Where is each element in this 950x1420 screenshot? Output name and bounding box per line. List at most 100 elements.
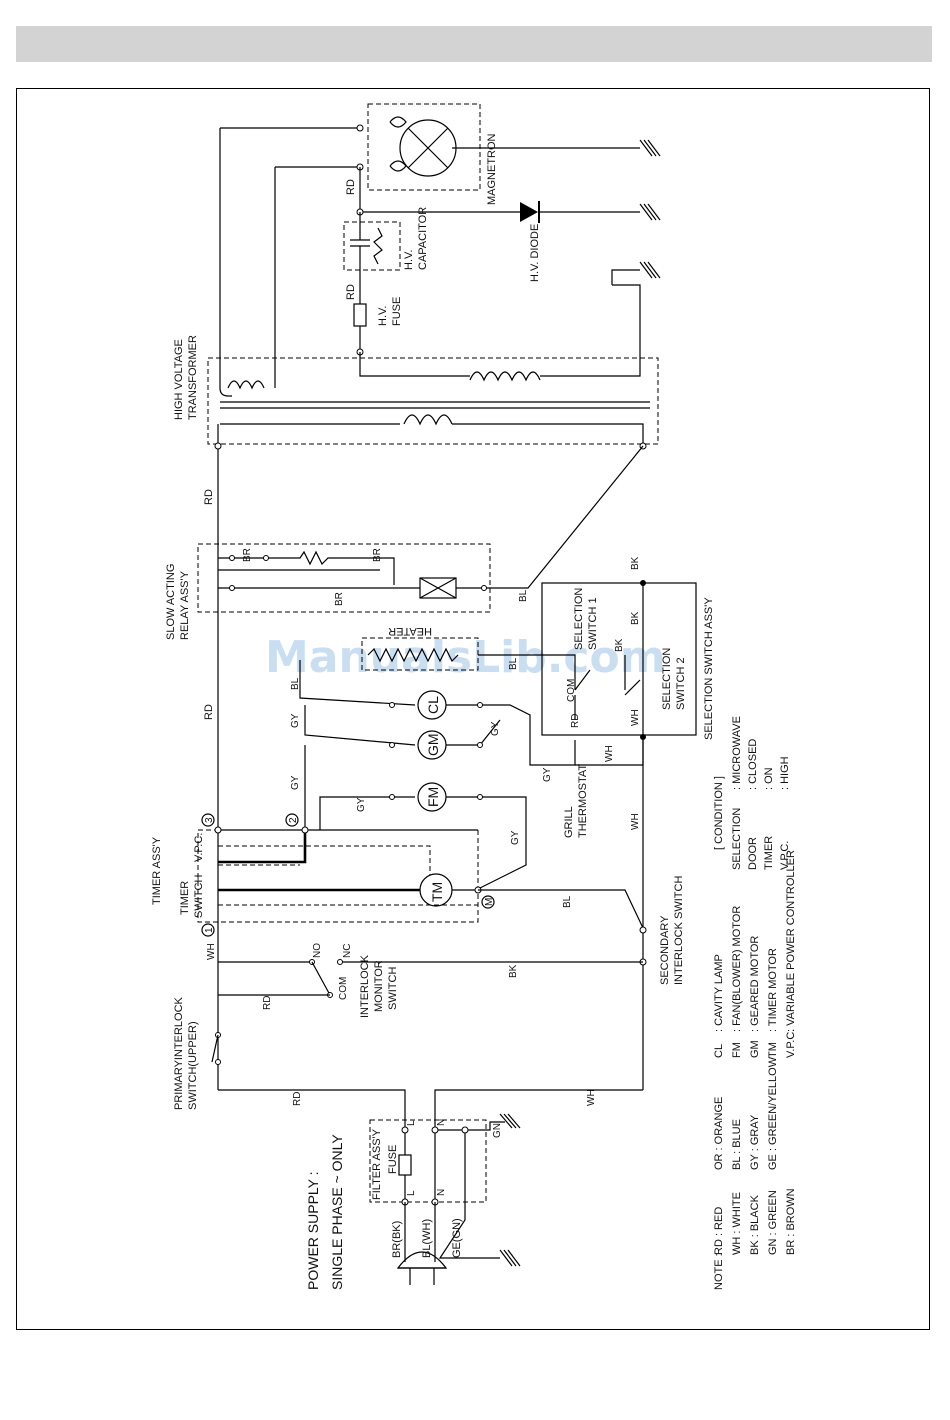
note-color: WH : WHITE [731, 1192, 743, 1255]
heater-label: HEATER [388, 625, 432, 637]
wire-label-gy-gm: GY [290, 713, 301, 728]
wire-label-br-1: BR [242, 548, 253, 562]
monitor-label-3: SWITCH [387, 967, 399, 1010]
note-color: RD : RED [713, 1207, 725, 1255]
secondary-interlock-label-2: INTERLOCK SWITCH [673, 876, 685, 985]
magnetron-label: MAGNETRON [486, 133, 498, 205]
monitor-nc-label: NC [342, 944, 353, 958]
wire-label-bl-wh: BL(WH) [421, 1219, 433, 1258]
hv-capacitor-label-1: H.V. [403, 250, 415, 270]
wire-label-gy-fm-2: GY [356, 797, 367, 812]
condition-key: DOOR [747, 837, 759, 870]
abbr-desc: : TIMER MOTOR [767, 948, 779, 1032]
wire-label-wh-right: WH [630, 813, 641, 830]
condition-key: SELECTION [731, 808, 743, 870]
filter-l-top: L [406, 1120, 417, 1126]
primary-interlock-label-2: SWITCH(UPPER) [187, 1021, 199, 1110]
abbr-code: FM [731, 1042, 743, 1058]
terminal-m: M [484, 898, 495, 906]
vpc-label: V.P.C. [193, 833, 205, 862]
filter-assy-label: FILTER ASS'Y [371, 1128, 383, 1200]
wire-label-gy-thermo: GY [542, 767, 553, 782]
grill-thermostat-label-1: GRILL [563, 806, 575, 838]
terminal-1: 1 [204, 927, 215, 933]
selection-switch-assy-label: SELECTION SWITCH ASS'Y [703, 597, 715, 740]
selection-switch-2-label-1: SELECTION [661, 648, 673, 710]
monitor-no-label: NO [312, 943, 323, 958]
wire-label-bk-monitor: BK [508, 964, 519, 978]
header-bar [16, 26, 932, 62]
wire-label-bl-secondary: BL [562, 895, 573, 908]
wire-label-gy-fm-3: GY [510, 830, 521, 845]
cavity-lamp-symbol: CL [425, 696, 441, 714]
heater [361, 637, 560, 671]
relay-label-1: SLOW ACTING [165, 564, 177, 640]
geared-motor-symbol: GM [425, 733, 441, 756]
color-note: NOTE : RD : RED WH : WHITE BK : BLACK GN… [713, 1056, 797, 1290]
wire-label-gy-gm-2: GY [490, 721, 501, 736]
wire-label-wh-bottom: WH [586, 1089, 597, 1106]
hv-capacitor-label-2: CAPACITOR [417, 207, 429, 270]
abbr-code: GM [749, 1040, 761, 1058]
note-color: BK : BLACK [749, 1194, 761, 1255]
wire-label-br-2: BR [372, 548, 383, 562]
hv-diode [360, 201, 661, 223]
abbreviation-legend: CL : CAVITY LAMP FM : FAN(BLOWER) MOTOR … [713, 850, 797, 1058]
power-plug [396, 1202, 521, 1285]
wire-label-bk-sel-2: BK [630, 611, 641, 625]
condition-value: : ON [763, 767, 775, 790]
wire-label-rd-bus-2: RD [203, 704, 215, 720]
hv-transformer [207, 128, 659, 446]
fan-motor-symbol: FM [425, 787, 441, 807]
wire-label-bl-heater: BL [508, 657, 519, 670]
wire-label-gn: GN [492, 1123, 503, 1138]
wire-label-gy-fm: GY [290, 775, 301, 790]
wire-label-rd-top: RD [345, 179, 357, 195]
condition-value: : HIGH [779, 756, 791, 790]
slow-acting-relay [197, 445, 644, 613]
hv-transformer-label-1: HIGH VOLTAGE [173, 339, 185, 420]
selection-switch-1-label-2: SWITCH 1 [587, 597, 599, 650]
wire-label-br-3: BR [334, 592, 345, 606]
wire-label-ge-gn: GE(GN) [451, 1218, 463, 1258]
condition-key: TIMER [763, 836, 775, 870]
timer-switch-label-2: SWITCH [193, 875, 205, 918]
filter-fuse-label: FUSE [387, 1145, 399, 1174]
wire-label-wh-sel: WH [630, 709, 641, 726]
note-color: GY : GRAY [749, 1114, 761, 1170]
condition-value: : MICROWAVE [731, 716, 743, 790]
primary-interlock-label-1: PRIMARYINTERLOCK [173, 996, 185, 1110]
wire-label-bk-sel-1: BK [630, 556, 641, 570]
condition-title: [ CONDITION ] [713, 776, 725, 850]
timer-assy-label: TIMER ASS'Y [151, 836, 163, 905]
abbr-desc: : VARIABLE POWER CONTROLLER [785, 850, 797, 1032]
abbr-code: TM [767, 1042, 779, 1058]
note-color: BL : BLUE [731, 1119, 743, 1170]
secondary-interlock-label-1: SECONDARY [659, 915, 671, 985]
wire-label-rd-bottom: RD [292, 1092, 303, 1106]
timer-switch-label-1: TIMER [179, 881, 191, 915]
terminal-2: 2 [288, 817, 299, 823]
hv-capacitor [343, 212, 401, 271]
watermark: ManualsLib.com [265, 632, 666, 683]
wire-label-rd-bus-1: RD [203, 489, 215, 505]
note-color: GN : GREEN [767, 1190, 779, 1255]
relay-label-2: RELAY ASS'Y [179, 570, 191, 640]
power-phase-label: SINGLE PHASE ~ ONLY [329, 1134, 345, 1290]
power-supply-label: POWER SUPPLY : [305, 1171, 321, 1290]
wire-label-bl-lamp: BL [290, 677, 301, 690]
hv-fuse-label-2: FUSE [391, 297, 403, 326]
condition-block: [ CONDITION ] SELECTION : MICROWAVE DOOR… [713, 716, 791, 870]
selection-com-label: COM [566, 679, 577, 702]
hv-transformer-label-2: TRANSFORMER [187, 335, 199, 420]
selection-switch-1-label-1: SELECTION [573, 588, 585, 650]
hv-fuse-label-1: H.V. [377, 306, 389, 326]
condition-value: : CLOSED [747, 739, 759, 790]
note-prefix: NOTE : [713, 1253, 725, 1290]
hv-fuse [353, 303, 367, 327]
condition-key: V.P.C. [779, 841, 791, 870]
wire-label-bk-sel-3: BK [614, 638, 625, 652]
abbr-code: V.P.C. [785, 1029, 797, 1058]
filter-l-bottom: L [406, 1190, 417, 1196]
